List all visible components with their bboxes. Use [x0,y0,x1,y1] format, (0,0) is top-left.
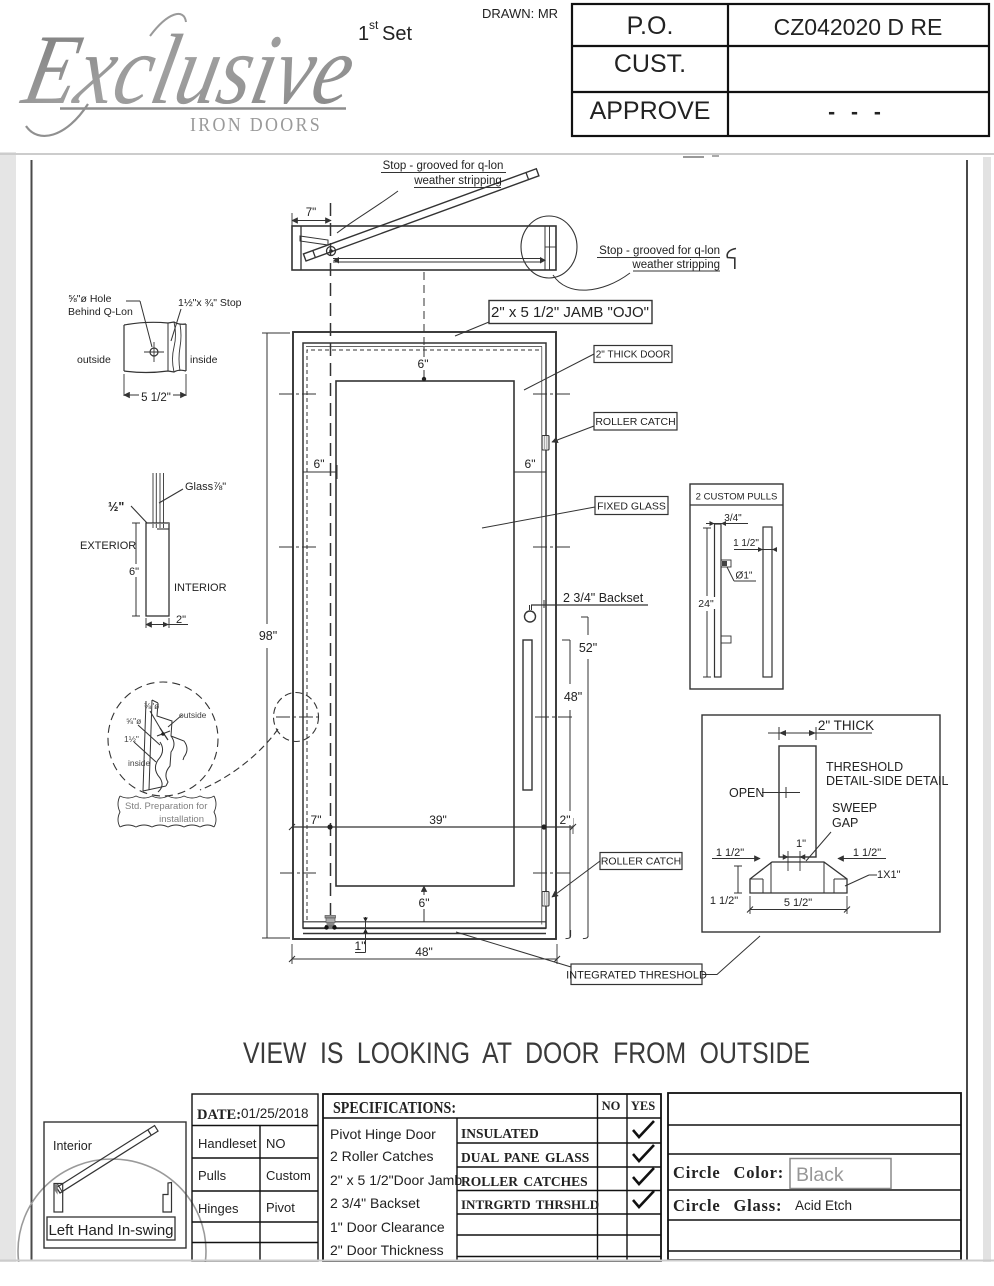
svg-text:3/4": 3/4" [724,513,742,524]
svg-text:48": 48" [564,690,582,704]
svg-text:INTEGRATED THRESHOLD: INTEGRATED THRESHOLD [566,970,707,982]
svg-text:7": 7" [311,813,322,827]
svg-text:1 1/2": 1 1/2" [853,847,881,859]
svg-text:2" x 5 1/2"Door Jamb: 2" x 5 1/2"Door Jamb [330,1172,462,1188]
svg-text:48": 48" [415,945,433,959]
svg-text:SWEEP: SWEEP [832,801,877,815]
svg-text:INSULATED: INSULATED [461,1126,539,1141]
svg-text:Pulls: Pulls [198,1168,227,1183]
svg-text:OPEN: OPEN [729,786,764,800]
svg-text:Glass⅞": Glass⅞" [185,481,226,493]
svg-text:DUAL PANE GLASS: DUAL PANE GLASS [461,1150,589,1165]
svg-text:CZ042020 D RE: CZ042020 D RE [774,14,943,40]
svg-text:INTRGRTD THRSHLD: INTRGRTD THRSHLD [461,1197,599,1212]
svg-text:01/25/2018: 01/25/2018 [241,1106,309,1121]
svg-text:2": 2" [560,813,571,827]
svg-text:IRON DOORS: IRON DOORS [190,115,322,136]
svg-text:P.O.: P.O. [627,12,674,40]
svg-text:Interior: Interior [53,1139,92,1153]
svg-text:1": 1" [796,838,806,850]
svg-text:2" THICK: 2" THICK [818,718,874,733]
svg-text:st: st [369,18,379,32]
svg-text:CUST.: CUST. [614,50,686,78]
svg-text:Left Hand In-swing: Left Hand In-swing [48,1222,173,1239]
svg-text:1: 1 [358,23,369,45]
svg-text:52": 52" [579,641,597,655]
svg-text:DRAWN: MR: DRAWN: MR [482,6,558,21]
svg-text:1": 1" [355,939,366,953]
svg-text:outside: outside [179,710,207,720]
svg-text:24": 24" [698,598,714,610]
svg-text:Pivot: Pivot [266,1200,295,1215]
svg-text:Ø1": Ø1" [736,571,753,582]
svg-text:Exclusive: Exclusive [13,14,364,125]
svg-text:39": 39" [429,813,447,827]
svg-text:DATE:: DATE: [197,1107,241,1123]
svg-text:2 CUSTOM PULLS: 2 CUSTOM PULLS [696,492,778,503]
svg-text:2" THICK DOOR: 2" THICK DOOR [596,350,671,361]
svg-text:SPECIFICATIONS:: SPECIFICATIONS: [333,1098,456,1117]
svg-text:APPROVE: APPROVE [590,97,711,125]
svg-text:Acid Etch: Acid Etch [795,1198,852,1213]
svg-text:NO: NO [602,1099,621,1113]
svg-text:weather stripping: weather stripping [413,175,502,187]
svg-text:INTERIOR: INTERIOR [174,582,227,594]
svg-text:Behind Q-Lon: Behind Q-Lon [68,306,133,318]
svg-text:THRESHOLD: THRESHOLD [826,760,903,774]
svg-text:installation: installation [159,814,204,825]
svg-text:6": 6" [525,457,536,471]
svg-text:- - -: - - - [828,101,886,124]
svg-text:weather stripping: weather stripping [631,259,720,271]
svg-text:1" Door Clearance: 1" Door Clearance [330,1219,445,1235]
svg-text:ROLLER CATCH: ROLLER CATCH [601,856,681,868]
svg-text:ROLLER CATCH: ROLLER CATCH [595,416,675,428]
svg-text:6": 6" [129,566,139,578]
svg-text:½": ½" [108,500,124,514]
svg-text:DETAIL-SIDE DETAIL: DETAIL-SIDE DETAIL [826,774,949,788]
svg-text:⅝"ø Hole: ⅝"ø Hole [68,293,112,305]
svg-text:5 1/2": 5 1/2" [784,897,812,909]
svg-text:5 1/2": 5 1/2" [141,392,171,404]
svg-text:Circle Color:: Circle Color: [673,1163,784,1182]
svg-text:Handleset: Handleset [198,1136,257,1151]
svg-text:7": 7" [306,207,316,219]
svg-text:1X1": 1X1" [877,869,901,881]
svg-text:1 1/2": 1 1/2" [716,847,744,859]
svg-text:EXTERIOR: EXTERIOR [80,540,136,552]
svg-text:2 3/4" Backset: 2 3/4" Backset [563,591,644,605]
svg-text:Set: Set [382,23,412,45]
svg-text:1 1/2": 1 1/2" [733,538,759,549]
svg-text:Black: Black [796,1164,844,1186]
svg-text:YES: YES [631,1099,655,1113]
svg-text:1½"x ¾" Stop: 1½"x ¾" Stop [178,297,242,309]
svg-text:inside: inside [190,354,218,366]
svg-text:outside: outside [77,354,111,366]
svg-text:FIXED GLASS: FIXED GLASS [597,501,666,513]
svg-text:GAP: GAP [832,816,858,830]
svg-text:1 1/2": 1 1/2" [710,895,738,907]
svg-text:⅝"ø: ⅝"ø [126,716,141,726]
svg-text:6": 6" [314,457,325,471]
svg-text:1½": 1½" [124,734,139,744]
svg-text:Custom: Custom [266,1168,311,1183]
svg-text:98": 98" [259,629,277,643]
svg-text:inside: inside [128,758,150,768]
svg-text:NO: NO [266,1136,286,1151]
svg-text:⅜"ø: ⅜"ø [144,701,159,711]
svg-text:Pivot Hinge Door: Pivot Hinge Door [330,1126,436,1142]
svg-text:Std. Preparation for: Std. Preparation for [125,801,207,812]
svg-text:Stop - grooved for q-lon: Stop - grooved for q-lon [599,245,720,257]
svg-text:Stop - grooved for q-lon: Stop - grooved for q-lon [383,160,504,172]
svg-text:2 3/4" Backset: 2 3/4" Backset [330,1195,420,1211]
svg-text:VIEW IS LOOKING AT DOOR FROM O: VIEW IS LOOKING AT DOOR FROM OUTSIDE [243,1037,810,1070]
svg-text:6": 6" [419,896,430,910]
svg-text:2 Roller Catches: 2 Roller Catches [330,1148,434,1164]
svg-text:2": 2" [176,614,186,626]
svg-text:2" x 5 1/2" JAMB "OJO": 2" x 5 1/2" JAMB "OJO" [491,304,649,321]
svg-text:6": 6" [418,357,429,371]
svg-text:2" Door Thickness: 2" Door Thickness [330,1242,444,1258]
svg-text:Hinges: Hinges [198,1201,239,1216]
svg-text:ROLLER CATCHES: ROLLER CATCHES [461,1174,588,1189]
svg-text:Circle Glass:: Circle Glass: [673,1196,782,1215]
